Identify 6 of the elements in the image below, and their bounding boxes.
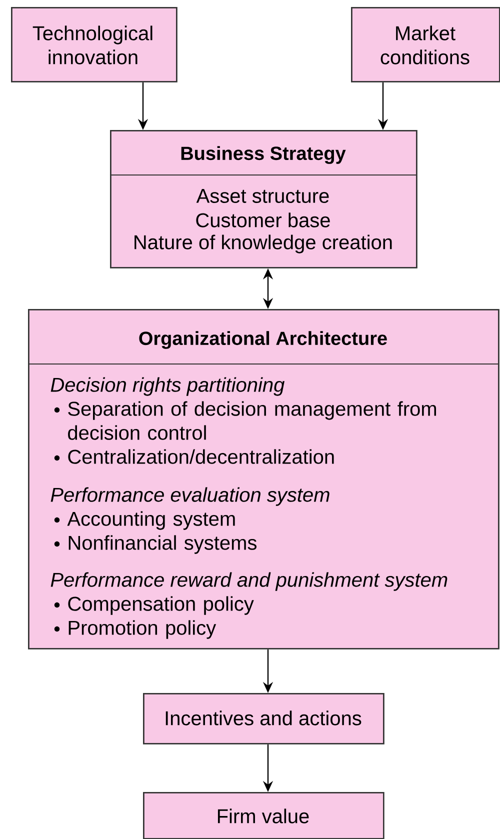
- process-box: Technological innovation: [11, 7, 178, 82]
- process-box: Market conditions: [351, 7, 500, 82]
- process-box: Incentives and actions: [143, 693, 384, 744]
- architecture-box: Organizational Architecture Decision rights partitioning Separation of decision management from decision control Centralization/decentralization Performance evaluation system Accounting system Nonfinancial systems Performance reward and punishment system Compensation policy Promotion policy: [28, 309, 500, 650]
- process-box: Firm value: [143, 792, 384, 839]
- strategy-box: Business Strategy Asset structure Customer base Nature of knowledge creation: [110, 130, 418, 268]
